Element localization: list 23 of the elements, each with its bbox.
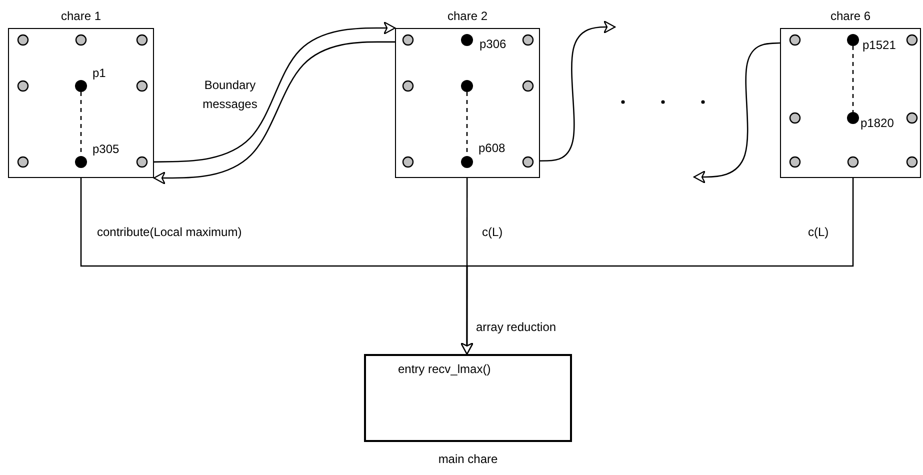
particle-label: p306 — [480, 36, 506, 50]
edge-label: c(L) — [808, 225, 829, 239]
arrow — [153, 41, 395, 185]
particle-label: p1521 — [862, 38, 896, 52]
reduction-note: array reduction — [476, 320, 556, 334]
entry-method-text: entry recv_lmax() — [398, 362, 491, 376]
box-title: chare 2 — [446, 9, 489, 23]
particle-dot — [460, 80, 472, 92]
connector-line — [852, 46, 854, 112]
edge-label: contribute(Local maximum) — [97, 225, 242, 239]
box-title: chare 6 — [829, 9, 872, 23]
arrow — [460, 178, 854, 355]
box-title: main chare — [437, 452, 499, 466]
edge-label: Boundary messages — [202, 77, 258, 113]
arrow — [154, 21, 396, 163]
box-title: chare 1 — [60, 9, 102, 23]
arrow — [540, 20, 616, 162]
particle-label: p1 — [92, 66, 106, 80]
edge-label: c(L) — [482, 225, 503, 239]
arrow — [693, 42, 780, 184]
particle-label: p608 — [478, 140, 506, 154]
particle-label: p1820 — [860, 116, 894, 130]
particle-label: p305 — [92, 142, 120, 156]
